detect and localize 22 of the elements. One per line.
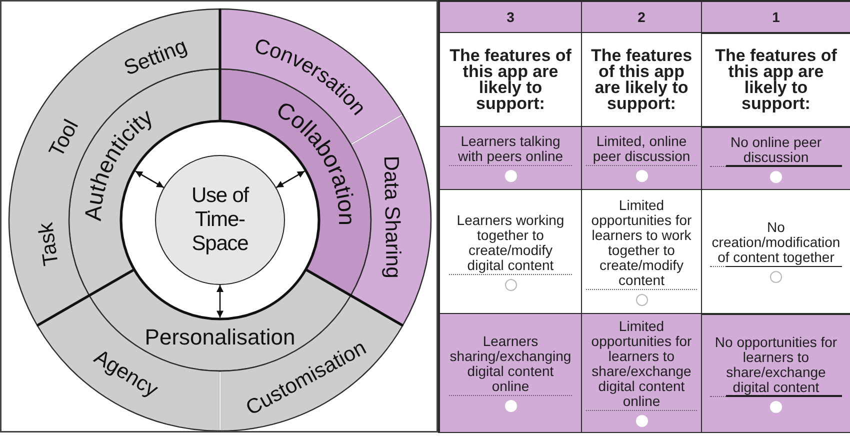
prompt-text: The features of this app are likely to support:: [590, 48, 694, 112]
segment-label: Personalisation: [144, 324, 296, 350]
option-text: Learners sharing/exchanging digital content online: [449, 334, 572, 394]
option-text: Limited opportunities for learners to share/exchange digital content online: [590, 319, 693, 409]
option-text: Learners talking with peers online: [456, 134, 564, 164]
option-text: No online peer discussion: [729, 134, 823, 164]
segment-label: Data Sharing: [379, 156, 405, 278]
option-text: No creation/modification of content together: [710, 220, 842, 265]
option-text: No opportunities for learners to share/exchange digital content: [714, 334, 838, 394]
prompt-text: The features of this app are likely to support:: [449, 48, 572, 112]
segment-label: Task: [34, 221, 64, 268]
segment-label: Tool: [44, 116, 84, 161]
option-text: Learners working together to create/modify digital content: [456, 212, 566, 272]
column-number: 3: [506, 9, 514, 25]
prompt-text: The features of this app are likely to support:: [714, 48, 838, 112]
center-label: Use of Time-Space: [190, 184, 250, 256]
option-text: Limited opportunities for learners to work together to create/modify content: [590, 198, 693, 288]
double-arrow: [216, 285, 224, 318]
segment-label: Setting: [120, 34, 190, 80]
column-number: 2: [638, 9, 646, 25]
column-number: 1: [772, 9, 780, 25]
option-text: Limited, online peer discussion: [592, 134, 692, 164]
